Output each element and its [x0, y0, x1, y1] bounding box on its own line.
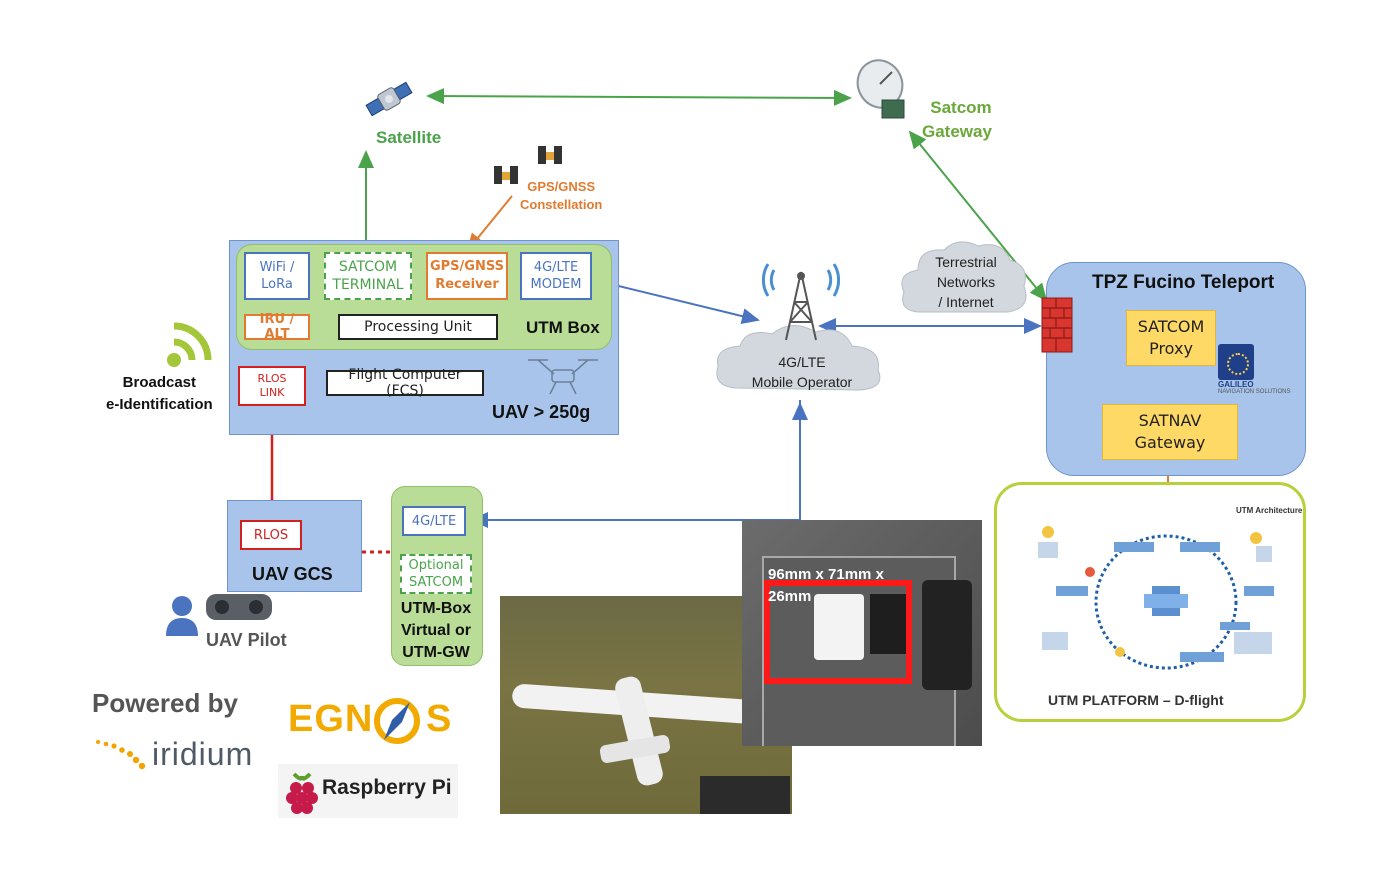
- broadcast-line1: Broadcast: [122, 374, 197, 391]
- optional-satcom-label-1: Optional: [408, 558, 464, 573]
- mobile-operator-label: 4G/LTE Mobile Operator: [744, 352, 860, 392]
- gcs-rlos-module: RLOS: [240, 520, 302, 550]
- modem-label-1: 4G/LTE: [533, 260, 579, 275]
- teleport-title: TPZ Fucino Teleport: [1092, 272, 1275, 293]
- gnss-label-line2: Constellation: [520, 197, 603, 212]
- terrestrial-cloud: [901, 241, 1027, 313]
- dish-icon: [856, 59, 905, 119]
- firewall-icon: [1041, 297, 1073, 353]
- utm-platform-label: UTM PLATFORM – D-flight: [1048, 692, 1224, 708]
- lte-modem-module: 4G/LTE MODEM: [520, 252, 592, 300]
- virtual-lte-module: 4G/LTE: [402, 506, 466, 536]
- proxy-label-1: SATCOM: [1137, 317, 1205, 336]
- iridium-dots-icon: [96, 740, 146, 770]
- utm-virtual-line2: Virtual or: [401, 622, 471, 639]
- utm-architecture-diagram: [1038, 526, 1274, 670]
- gps-receiver-module: GPS/GNSS Receiver: [426, 252, 508, 300]
- processing-unit: Processing Unit: [338, 314, 498, 340]
- satellite-label: Satellite: [376, 128, 442, 147]
- raspberry-logo-text: Raspberry Pi: [322, 776, 452, 799]
- broadcast-eid-label: Broadcast e-Identification: [106, 372, 213, 416]
- uav-panel-label: UAV > 250g: [492, 402, 591, 422]
- galileo-logo-subtext: NAVIGATION SOLUTIONS: [1218, 389, 1291, 395]
- powered-by-label: Powered by: [92, 688, 238, 718]
- mobile-operator-cloud: [716, 325, 881, 391]
- utm-virtual-label: UTM-Box Virtual or UTM-GW: [396, 598, 476, 664]
- gps-receiver-label-1: GPS/GNSS: [429, 259, 504, 274]
- modem-tower-link: [592, 276, 760, 324]
- gps-receiver-label-2: Receiver: [435, 277, 499, 292]
- drone-icon: [528, 359, 598, 395]
- satcom-gateway-label: Satcom Gateway: [922, 96, 992, 144]
- gnss-label: GPS/GNSS Constellation: [520, 178, 602, 214]
- satnav-label-2: Gateway: [1134, 433, 1206, 452]
- optional-satcom-module: Optional SATCOM: [400, 554, 472, 594]
- proxy-label-2: Proxy: [1149, 339, 1193, 358]
- satnav-gateway-box: SATNAV Gateway: [1102, 404, 1238, 460]
- rlos-link-label-2: LINK: [259, 386, 285, 399]
- rlos-link-label-1: RLOS: [257, 372, 287, 385]
- controller-icon: [206, 594, 272, 620]
- optional-satcom-label-2: SATCOM: [408, 575, 464, 590]
- satcom-gateway-line1: Satcom: [930, 98, 992, 117]
- modem-label-2: MODEM: [530, 277, 582, 292]
- dimensions-line2: 26mm: [768, 588, 812, 605]
- tower-icon: [761, 263, 841, 341]
- utm-box-label: UTM Box: [526, 318, 600, 337]
- egnos-compass-icon: [374, 698, 420, 744]
- wifi-label-2: LoRa: [261, 277, 293, 292]
- satcom-terminal-module: SATCOM TERMINAL: [324, 252, 412, 300]
- gnss-label-line1: GPS/GNSS: [527, 179, 596, 194]
- sat-gateway-link: [426, 88, 852, 106]
- iru-alt-module: IRU / ALT: [244, 312, 310, 342]
- mobile-operator-line1: 4G/LTE: [778, 354, 826, 370]
- signal-icon: [167, 322, 212, 367]
- pilot-label: UAV Pilot: [206, 630, 287, 650]
- iridium-logo-text: iridium: [152, 736, 254, 772]
- dimensions-label: 96mm x 71mm x 26mm: [768, 564, 884, 608]
- utm-architecture-header: UTM Architecture: [1236, 506, 1303, 515]
- dimensions-line1: 96mm x 71mm x: [768, 566, 884, 583]
- utm-virtual-line1: UTM-Box: [400, 600, 472, 617]
- wifi-lora-module: WiFi / LoRa: [244, 252, 310, 300]
- terrestrial-line3: / Internet: [938, 294, 994, 310]
- satcom-gateway-line2: Gateway: [922, 122, 992, 141]
- terrestrial-line2: Networks: [936, 274, 996, 290]
- satcom-terminal-label-1: SATCOM: [338, 259, 398, 275]
- satellite-icon: [365, 81, 413, 117]
- terrestrial-label: Terrestrial Networks / Internet: [920, 252, 1012, 312]
- galileo-logo-text: GALILEO: [1218, 380, 1254, 389]
- mobile-operator-line2: Mobile Operator: [751, 374, 853, 390]
- gcs-label: UAV GCS: [252, 564, 333, 584]
- egnos-logo-text-a: EGN: [288, 698, 374, 740]
- hardware-photo: 96mm x 71mm x 26mm: [742, 520, 982, 746]
- flight-computer: Flight Computer (FCS): [326, 367, 484, 399]
- terrestrial-line1: Terrestrial: [935, 254, 997, 270]
- broadcast-line2: e-Identification: [106, 396, 213, 413]
- gnss-satellite-icon: [494, 146, 562, 184]
- egnos-logo-text-b: S: [426, 698, 452, 740]
- utm-virtual-line3: UTM-GW: [402, 644, 470, 661]
- satcom-proxy-box: SATCOM Proxy: [1126, 310, 1216, 366]
- raspberry-icon: [286, 772, 318, 814]
- satnav-label-1: SATNAV: [1138, 411, 1202, 430]
- pilot-icon: [166, 596, 198, 636]
- wifi-label-1: WiFi /: [259, 260, 295, 275]
- galileo-logo: GALILEO NAVIGATION SOLUTIONS: [1218, 344, 1298, 396]
- rlos-link-module: RLOS LINK: [238, 366, 306, 406]
- satcom-terminal-label-2: TERMINAL: [332, 277, 404, 293]
